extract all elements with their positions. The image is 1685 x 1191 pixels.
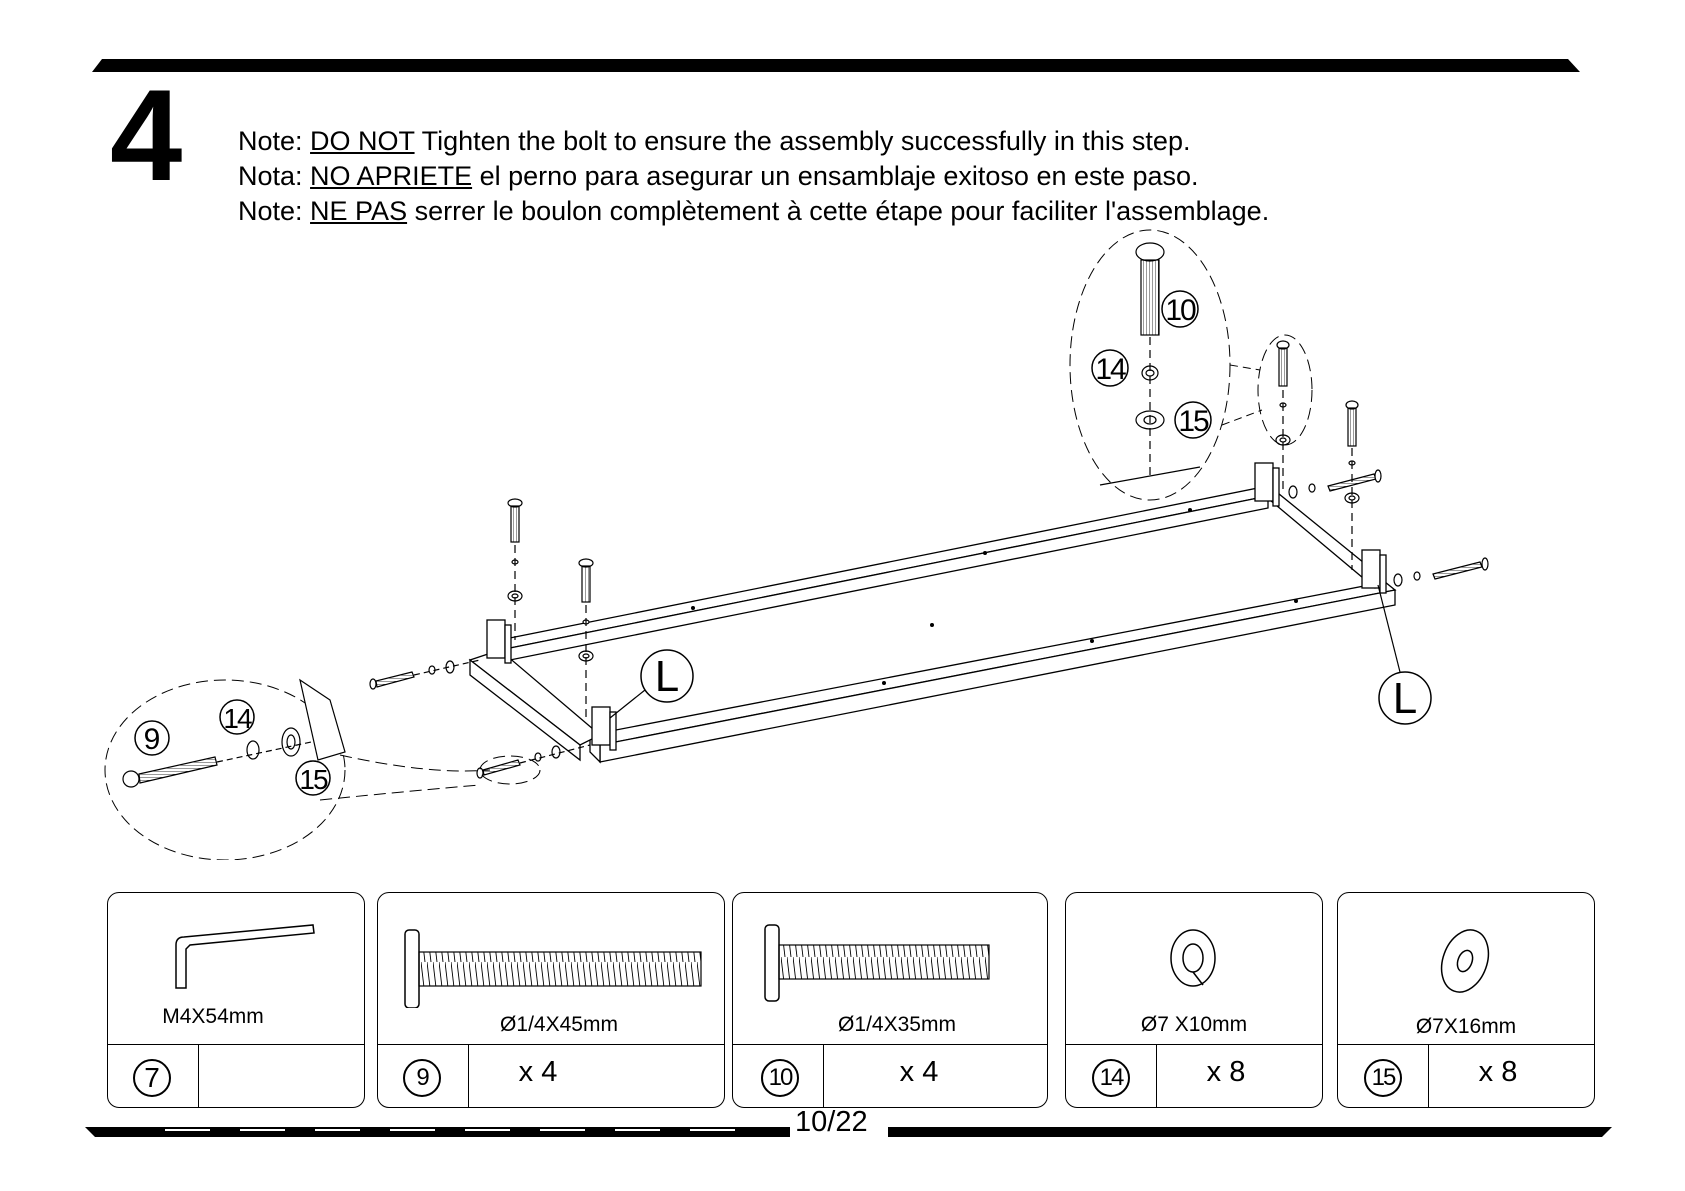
- short-bolt-icon: [764, 924, 990, 1002]
- part-number: 14: [1092, 1059, 1130, 1097]
- part-quantity: x 8: [1478, 1056, 1518, 1088]
- part-spec: Ø1/4X45mm: [500, 1013, 618, 1036]
- note-english: Note: DO NOT Tighten the bolt to ensure …: [238, 128, 1190, 155]
- part-number: 15: [1364, 1059, 1402, 1097]
- callout-9-left: [134, 720, 170, 756]
- detail-ring-left: [104, 679, 346, 860]
- top-bar: [92, 59, 1580, 72]
- bracket-front-left: [591, 706, 617, 751]
- horizontal-bolt-right-front: [1393, 557, 1489, 587]
- part-number: 9: [403, 1059, 441, 1097]
- part-spec: Ø7X16mm: [1415, 1015, 1517, 1038]
- bracket-back-left: [486, 619, 512, 664]
- allen-key-icon: [175, 924, 315, 989]
- frame-front-rail: [588, 581, 1397, 764]
- note-text: serrer le boulon complètement à cette ét…: [407, 196, 1270, 226]
- part-spec: M4X54mm: [162, 1005, 264, 1028]
- panel-label-l: L: [655, 652, 679, 701]
- part-card-10: Ø1/4X35mm 10 x 4: [732, 892, 1048, 1108]
- step-number: 4: [110, 62, 183, 208]
- callout-label: 15: [299, 764, 328, 795]
- page-number: 10/22: [795, 1106, 868, 1138]
- callout-label: 9: [144, 723, 161, 756]
- detail-bolt-left: [122, 678, 346, 788]
- detail-bolt-right: [1099, 242, 1201, 486]
- frame-left-rail: [468, 649, 602, 762]
- spring-washer-icon: [1170, 929, 1216, 987]
- vertical-bolt-right-back: [1275, 340, 1291, 490]
- part-number: 10: [761, 1059, 799, 1097]
- callout-label: 10: [1165, 294, 1196, 327]
- part-spec: Ø1/4X35mm: [838, 1013, 956, 1036]
- bracket-front-right: [1361, 549, 1387, 594]
- vertical-bolt-left-back: [507, 498, 523, 640]
- part-number: 7: [133, 1059, 171, 1097]
- note-spanish: Nota: NO APRIETE el perno para asegurar …: [238, 163, 1199, 190]
- vertical-bolt-right-front: [1344, 400, 1360, 570]
- part-card-9: Ø1/4X45mm 9 x 4: [377, 892, 725, 1108]
- flat-washer-icon: [1440, 929, 1490, 993]
- note-emphasis: DO NOT: [310, 126, 415, 156]
- note-prefix: Note:: [238, 196, 311, 226]
- frame-holes: [691, 508, 1298, 685]
- horizontal-bolt-left-back: [369, 659, 481, 690]
- horizontal-bolt-right-back: [1288, 469, 1382, 499]
- vertical-bolt-left-front: [578, 558, 594, 720]
- panel-label-l: L: [1393, 674, 1417, 723]
- note-prefix: Note:: [238, 126, 311, 156]
- part-card-15: Ø7X16mm 15 x 8: [1337, 892, 1595, 1108]
- note-french: Note: NE PAS serrer le boulon complèteme…: [238, 198, 1269, 225]
- long-bolt-icon: [404, 929, 702, 1008]
- part-quantity: x 8: [1206, 1056, 1246, 1088]
- note-text: el perno para asegurar un ensamblaje exi…: [472, 161, 1199, 191]
- part-card-14: Ø7 X10mm 14 x 8: [1065, 892, 1323, 1108]
- callout-label: 15: [1178, 405, 1209, 438]
- part-quantity: x 4: [518, 1056, 558, 1088]
- part-spec: Ø7 X10mm: [1140, 1013, 1248, 1036]
- assembly-diagram: 9 14 15 10 14 15 L L: [104, 229, 1489, 860]
- note-emphasis: NE PAS: [310, 196, 408, 226]
- bracket-back-right: [1254, 462, 1280, 507]
- note-emphasis: NO APRIETE: [310, 161, 473, 191]
- part-quantity: x 4: [899, 1056, 939, 1088]
- callout-label: 14: [223, 703, 252, 734]
- part-card-7: M4X54mm 7: [107, 892, 365, 1108]
- bottom-bar: [85, 1127, 1612, 1137]
- note-text: Tighten the bolt to ensure the assembly …: [414, 126, 1191, 156]
- note-prefix: Nota:: [238, 161, 311, 191]
- callout-label: 14: [1095, 353, 1126, 386]
